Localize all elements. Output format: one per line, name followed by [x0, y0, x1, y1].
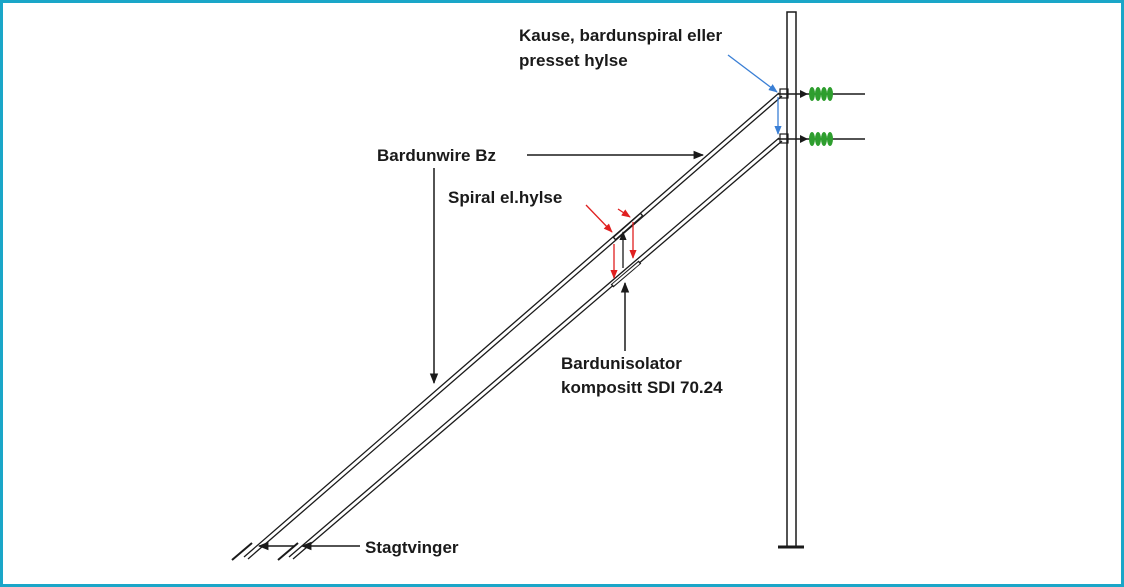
- isolator-label-line2: kompositt SDI 70.24: [561, 378, 723, 397]
- bardunwire-label: Bardunwire Bz: [377, 146, 496, 165]
- upper-attachment-icon: [779, 88, 789, 99]
- upper-guy-wire: [243, 92, 783, 560]
- kause-label-line2: presset hylse: [519, 51, 628, 70]
- spiral-arrow-1: [585, 204, 613, 233]
- pole: [778, 11, 804, 549]
- isolator-label-line1: Bardunisolator: [561, 354, 682, 373]
- kause-label-line1: Kause, bardunspiral eller: [519, 26, 723, 45]
- kause-arrow: [727, 54, 778, 93]
- lower-guy-wire: [288, 137, 783, 560]
- spiral-arrow-2: [617, 208, 631, 218]
- guy-insulator-icons: [610, 212, 644, 288]
- upper-insulator-icon: [800, 87, 833, 101]
- line-insulators: [800, 87, 833, 146]
- stagtvinger-label: Stagtvinger: [365, 538, 459, 557]
- spiral-label: Spiral el.hylse: [448, 188, 562, 207]
- lower-insulator-icon: [800, 132, 833, 146]
- lower-attachment-icon: [779, 133, 789, 144]
